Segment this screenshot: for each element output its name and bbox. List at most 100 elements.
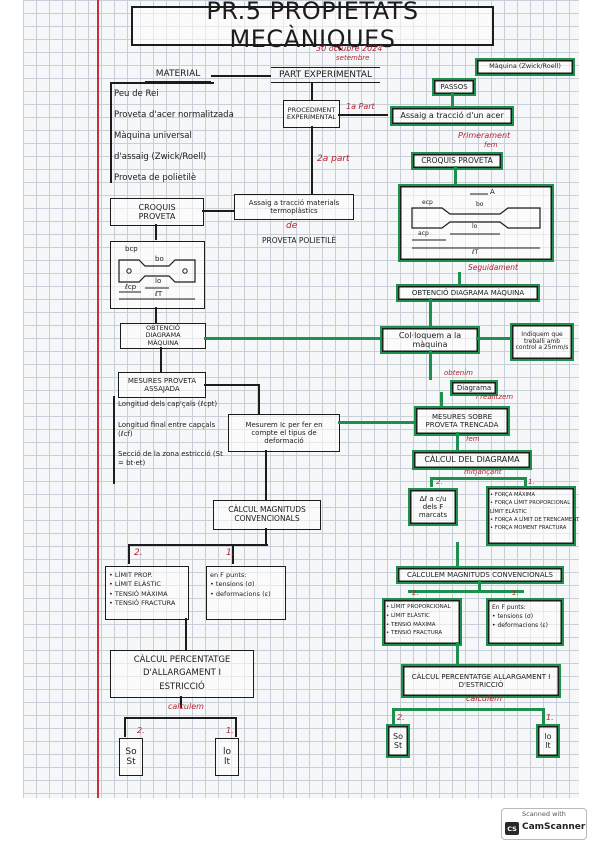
force-item: • FORÇA MOMENT FRACTURA <box>490 525 567 532</box>
indiquem-label: Indiquem que treballi amb control a 25mm… <box>515 330 569 352</box>
page-title: PR.5 PROPIETATS MECÀNIQUES <box>206 0 419 53</box>
fem-label: fem <box>484 141 498 149</box>
percent-right-label: CÀLCUL PERCENTATGE ALLARGAMENT I D'ESTRI… <box>411 672 551 689</box>
procediment-box: PROCEDIMENT EXPERIMENTAL <box>283 100 340 128</box>
de-label: de <box>286 221 298 231</box>
proveta-poli: PROVETA POLIETILÈ <box>262 236 337 245</box>
connector <box>429 298 432 326</box>
material-header: MATERIAL <box>145 67 211 82</box>
connector <box>180 696 182 708</box>
seguidament-label: Seguidament <box>468 263 518 272</box>
percent-left-label: CÀLCUL PERCENTATGE D'ALLARGAMENT I ESTRI… <box>133 654 231 692</box>
specimen-sketch-left: bcp bo lo ℓcp ℓT <box>110 241 205 309</box>
connector <box>430 477 526 480</box>
connector <box>128 544 268 546</box>
croquis-left-label: CROQUIS PROVETA <box>138 202 176 221</box>
list-item: • TENSIÓ MÀXIMA <box>386 621 436 628</box>
connector <box>360 337 380 340</box>
force-item: • FORÇA LÍMIT PROPORCIONAL <box>490 500 571 507</box>
label-acp: acp <box>418 230 429 237</box>
part2-label: 2a part <box>317 154 350 164</box>
label-lo: lo <box>155 277 162 285</box>
force-item: • FORÇA MÀXIMA <box>490 492 536 498</box>
mesures-item: Secció de la zona estricció (St = bt·et) <box>118 450 223 467</box>
material-list: Peu de Rei Proveta d'acer normalitzada M… <box>114 84 234 189</box>
connector <box>524 477 527 487</box>
connector <box>265 450 267 500</box>
forces-box: • FORÇA MÀXIMA • FORÇA LÍMIT PROPORCIONA… <box>486 486 579 546</box>
list-item: • TENSIÓ FRACTURA <box>386 630 443 637</box>
connector <box>429 350 432 380</box>
material-item: Proveta de polietilè <box>114 173 197 183</box>
croquis-right: CROQUIS PROVETA <box>411 152 503 170</box>
part-experimental-label: PART EXPERIMENTAL <box>279 69 372 80</box>
num-1: 1. <box>512 589 519 597</box>
passos-label: PASSOS <box>440 82 468 91</box>
percent-left: CÀLCUL PERCENTATGE D'ALLARGAMENT I ESTRI… <box>110 650 254 698</box>
connector <box>155 224 157 240</box>
list-item: En F punts: <box>492 604 526 611</box>
num-1: 1. <box>528 478 535 486</box>
maquina-box: Màquina (Zwick/Roell) <box>475 58 575 76</box>
connector <box>440 392 443 406</box>
realitzem-label: i realitzem <box>476 393 514 401</box>
list2-left: • LÍMIT PROP. • LÍMIT ELÀSTIC • TENSIÓ M… <box>106 567 178 613</box>
material-item: Proveta d'acer normalitzada <box>114 110 234 120</box>
calcul-left: CÀLCUL MAGNITUDS CONVENCIONALS <box>213 500 321 530</box>
num-2: 2. <box>134 548 143 558</box>
so-label: So <box>393 731 403 741</box>
connector <box>456 642 459 664</box>
procediment-label: PROCEDIMENT EXPERIMENTAL <box>286 105 337 121</box>
label-lcp: ℓcp <box>125 283 137 291</box>
mesures-item: Longitud dels cap'çals (ℓcpt) <box>118 400 218 408</box>
mesures-branch <box>113 396 115 484</box>
assaig-termo-box: Assaig a tracció materials termoplàstics <box>234 194 354 220</box>
list1-left: en F punts: • tensions (σ) • deformacion… <box>207 567 274 603</box>
connector <box>458 272 461 284</box>
material-item: Peu de Rei <box>114 89 159 99</box>
list-item: • deformacions (ε) <box>492 622 549 629</box>
label-A: A <box>490 188 495 196</box>
material-top-line <box>110 82 214 84</box>
page-title-box: PR.5 PROPIETATS MECÀNIQUES <box>131 0 494 53</box>
list-item: • LÍMIT ELÀSTIC <box>109 580 161 589</box>
mesurem-box: Mesurem Ic per fer en compte el tipus de… <box>228 414 340 452</box>
st-label: St <box>126 757 136 767</box>
badge-line1: Scanned with <box>522 810 566 818</box>
connector <box>430 477 433 487</box>
mesurem-label: Mesurem Ic per fer en compte el tipus de… <box>245 420 323 446</box>
list-item: • deformacions (ε) <box>210 589 271 598</box>
connector <box>311 126 313 194</box>
list2-box-right: • LÍMIT PROPORCIONAL • LÍMIT ELÀSTIC • T… <box>382 598 462 646</box>
connector <box>476 337 510 340</box>
list2-right: • LÍMIT PROPORCIONAL • LÍMIT ELÀSTIC • T… <box>384 600 453 641</box>
label-bo: bo <box>476 201 484 208</box>
list-item: • LÍMIT PROP. <box>109 571 153 579</box>
result-box-lo-lt-right: lo lt <box>536 724 560 758</box>
connector <box>338 114 388 116</box>
connector <box>124 717 236 719</box>
date: 30 octubre 2024 <box>316 44 383 53</box>
list-item: • tensions (σ) <box>492 613 534 620</box>
calculem-mag-label: CALCULEM MAGNITUDS CONVENCIONALS <box>407 570 553 579</box>
material-line <box>110 82 112 183</box>
mesures-left-label: MESURES PROVETA ASSAJADA <box>127 376 197 393</box>
badge-logo-text: CS <box>507 824 517 833</box>
connector <box>392 708 395 724</box>
calculem-left: calculem <box>168 702 204 711</box>
num-2: 2. <box>137 726 145 735</box>
mesures-right: MESURES SOBRE PROVETA TRENCADA <box>414 406 510 436</box>
maquina-label: Màquina (Zwick/Roell) <box>489 62 561 71</box>
percent-right: CÀLCUL PERCENTATGE ALLARGAMENT I D'ESTRI… <box>401 664 561 698</box>
list1-box-left: en F punts: • tensions (σ) • deformacion… <box>206 566 286 620</box>
connector <box>478 580 481 590</box>
list-item: en F punts: <box>210 571 247 579</box>
material-item: Màquina universal <box>114 131 192 141</box>
label-lt: ℓT <box>472 249 479 256</box>
list1-box-right: En F punts: • tensions (σ) • deformacion… <box>486 598 564 646</box>
croquis-left: CROQUIS PROVETA <box>110 198 204 226</box>
num-2: 2. <box>436 478 443 486</box>
lo-label: lo <box>544 731 552 741</box>
connector <box>204 337 360 340</box>
connector <box>124 717 126 737</box>
